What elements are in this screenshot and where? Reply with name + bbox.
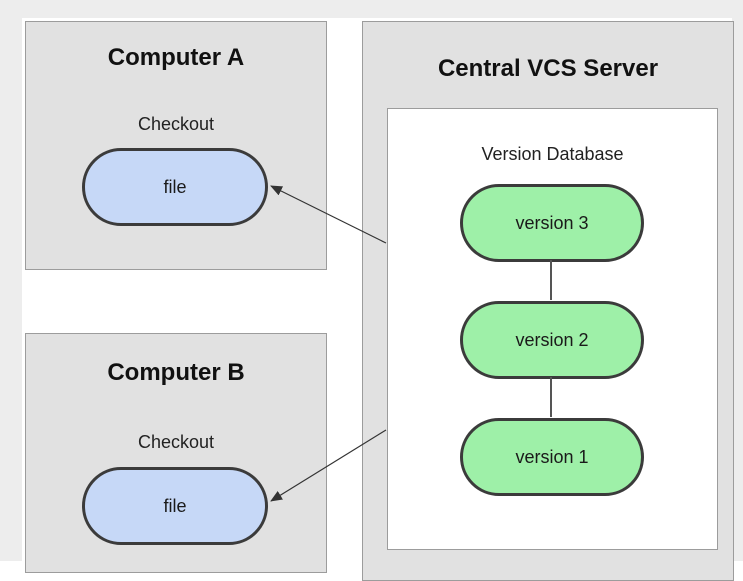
computer-a-title: Computer A (107, 44, 245, 71)
background-top (0, 0, 743, 18)
computer-a-file-label: file (163, 176, 187, 197)
computer-b-checkout-label: Checkout (137, 432, 215, 452)
version-3-label: version 3 (515, 212, 589, 233)
version-2-node: version 2 (460, 301, 644, 379)
server-title: Central VCS Server (437, 55, 659, 82)
computer-b-panel: Computer B Checkout file (25, 333, 327, 573)
version-2-label: version 2 (515, 329, 589, 350)
version-1-label: version 1 (515, 446, 589, 467)
background-left (0, 0, 22, 561)
version-database-box: Version Database version 3 version 2 ver… (387, 108, 718, 550)
computer-a-panel: Computer A Checkout file (25, 21, 327, 270)
version-database-title: Version Database (481, 144, 624, 164)
background-right (732, 0, 743, 561)
computer-b-title: Computer B (107, 359, 245, 386)
computer-b-file: file (82, 467, 268, 545)
computer-b-file-label: file (163, 495, 187, 516)
version-3-node: version 3 (460, 184, 644, 262)
central-vcs-server-panel: Central VCS Server Version Database vers… (362, 21, 734, 581)
computer-a-checkout-label: Checkout (137, 114, 215, 134)
computer-a-file: file (82, 148, 268, 226)
version-1-node: version 1 (460, 418, 644, 496)
